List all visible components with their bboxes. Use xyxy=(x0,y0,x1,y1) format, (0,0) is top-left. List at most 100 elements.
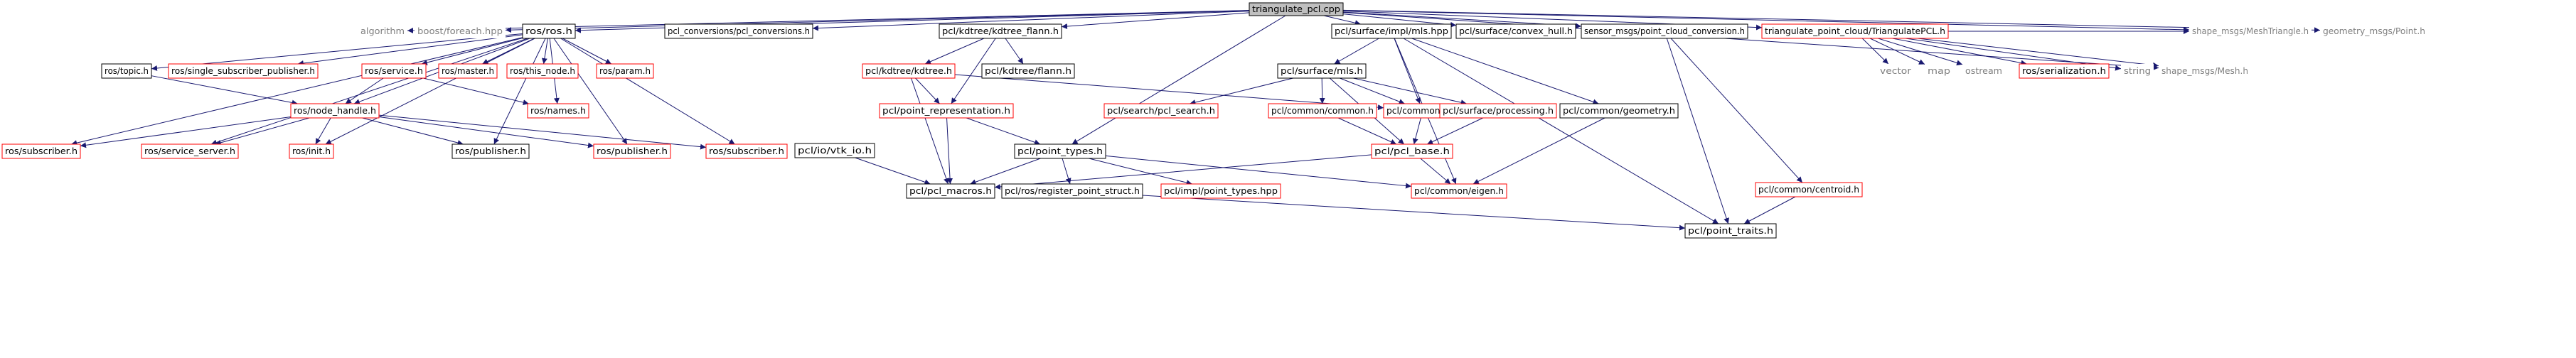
node-ros_names[interactable]: ros/names.h xyxy=(527,103,589,119)
node-box xyxy=(1103,103,1219,119)
edge-ros_service-to-node_handle xyxy=(345,77,384,104)
node-box xyxy=(1455,23,1576,39)
node-label: ros/param.h xyxy=(599,66,651,76)
node-ros_master[interactable]: ros/master.h xyxy=(438,63,498,79)
node-map[interactable]: map xyxy=(1925,64,1953,78)
edge-ros_ros-to-ros_init xyxy=(325,38,535,145)
node-label: pcl/common/centroid.h xyxy=(1758,185,1859,195)
node-label: ros/node_handle.h xyxy=(294,106,376,116)
edge-geometry-to-eigen xyxy=(1473,117,1605,185)
node-box xyxy=(664,23,813,39)
node-ros_subscriber_r[interactable]: ros/subscriber.h xyxy=(705,143,788,159)
node-point_repr[interactable]: pcl/point_representation.h xyxy=(879,103,1014,119)
node-common_common[interactable]: pcl/common/common.h xyxy=(1268,103,1377,119)
edge-mls_h-to-common_io xyxy=(1340,77,1405,104)
edge-pcl_base-to-pcl_macros xyxy=(994,154,1372,190)
node-box xyxy=(2019,63,2110,79)
edge-ros_ros-to-ros_publisher_b xyxy=(493,38,546,145)
node-ros_this_node[interactable]: ros/this_node.h xyxy=(506,63,579,79)
node-label: pcl/common/eigen.h xyxy=(1414,186,1504,196)
node-label: sensor_msgs/point_cloud_conversion.h xyxy=(1584,26,1745,36)
node-ros_param[interactable]: ros/param.h xyxy=(596,63,654,79)
edge-ros_ros-to-ros_topic xyxy=(151,33,523,71)
node-mls_hpp[interactable]: pcl/surface/impl/mls.hpp xyxy=(1331,23,1452,39)
node-geometry_point[interactable]: geometry_msgs/Point.h xyxy=(2320,24,2428,38)
node-point_types[interactable]: pcl/point_types.h xyxy=(1014,143,1106,159)
edge-node_handle-to-ros_init xyxy=(315,117,331,145)
node-shape_mesh[interactable]: shape_msgs/Mesh.h xyxy=(2159,64,2251,78)
node-service_server[interactable]: ros/service_server.h xyxy=(141,143,239,159)
node-sensor_pc[interactable]: sensor_msgs/point_cloud_conversion.h xyxy=(1581,23,1748,39)
edge-root-to-shape_mesh xyxy=(1342,11,2159,71)
node-search[interactable]: pcl/search/pcl_search.h xyxy=(1103,103,1219,119)
node-box xyxy=(1277,63,1367,79)
node-label: ros/init.h xyxy=(292,146,331,156)
edge-ros_service-to-ros_names xyxy=(423,77,529,106)
node-pcl_base[interactable]: pcl/pcl_base.h xyxy=(1371,143,1453,159)
edge-common_io-to-pcl_base xyxy=(1412,117,1421,145)
edge-node_handle-to-service_server xyxy=(215,117,310,146)
node-geometry[interactable]: pcl/common/geometry.h xyxy=(1559,103,1679,119)
edge-ros_ros-to-ros_subscriber_l xyxy=(71,37,523,146)
node-label: pcl/surface/impl/mls.hpp xyxy=(1335,26,1448,36)
node-ros_init[interactable]: ros/init.h xyxy=(289,143,334,159)
node-box xyxy=(1962,64,2005,78)
node-label: pcl/point_traits.h xyxy=(1688,226,1773,236)
node-vtk_io[interactable]: pcl/io/vtk_io.h xyxy=(794,143,875,158)
node-processing[interactable]: pcl/surface/processing.h xyxy=(1439,103,1557,119)
node-ros_topic[interactable]: ros/topic.h xyxy=(101,63,152,79)
edge-ros_ros-to-ros_this_node xyxy=(541,38,548,65)
node-register_ps[interactable]: pcl/ros/register_point_struct.h xyxy=(1001,183,1143,199)
node-string[interactable]: string xyxy=(2121,64,2154,78)
node-box xyxy=(506,63,579,79)
node-label: ros/serialization.h xyxy=(2022,66,2106,76)
edge-root-to-mesh_triangle xyxy=(1342,10,2190,33)
node-algorithm[interactable]: algorithm xyxy=(358,24,407,38)
node-label: ros/publisher.h xyxy=(597,146,668,156)
node-mesh_triangle[interactable]: shape_msgs/MeshTriangle.h xyxy=(2189,24,2312,38)
node-ros_subscriber_l[interactable]: ros/subscriber.h xyxy=(1,143,81,159)
node-box xyxy=(1268,103,1377,119)
node-serialization[interactable]: ros/serialization.h xyxy=(2019,63,2110,79)
node-flann[interactable]: pcl/kdtree/flann.h xyxy=(981,63,1075,79)
node-root[interactable]: triangulate_pcl.cpp xyxy=(1249,2,1344,16)
node-single_sub_pub[interactable]: ros/single_subscriber_publisher.h xyxy=(168,63,319,79)
node-box xyxy=(289,143,334,159)
node-convex_hull[interactable]: pcl/surface/convex_hull.h xyxy=(1455,23,1576,39)
edge-node_handle-to-ros_subscriber_l xyxy=(80,116,292,148)
node-box xyxy=(415,24,506,38)
node-ros_ros[interactable]: ros/ros.h xyxy=(522,23,576,39)
edge-mls_hpp-to-mls_h xyxy=(1334,38,1379,65)
node-box xyxy=(1249,2,1344,16)
node-impl_pt[interactable]: pcl/impl/point_types.hpp xyxy=(1160,183,1281,199)
node-label: pcl/surface/convex_hull.h xyxy=(1459,26,1573,36)
node-box xyxy=(794,143,875,158)
node-box xyxy=(1014,143,1106,159)
edge-vtk_io-to-pcl_macros xyxy=(855,157,931,185)
node-point_traits[interactable]: pcl/point_traits.h xyxy=(1684,223,1777,239)
node-pcl_macros[interactable]: pcl/pcl_macros.h xyxy=(906,183,995,199)
node-boost_foreach[interactable]: boost/foreach.hpp xyxy=(415,24,506,38)
node-kdtree_kdtree[interactable]: pcl/kdtree/kdtree.h xyxy=(862,63,956,79)
node-ros_publisher_b[interactable]: ros/publisher.h xyxy=(451,143,530,159)
node-tri_pcl_h[interactable]: triangulate_point_cloud/TriangulatePCL.h xyxy=(1761,23,1949,39)
node-box xyxy=(168,63,319,79)
node-node_handle[interactable]: ros/node_handle.h xyxy=(290,103,380,119)
node-label: geometry_msgs/Point.h xyxy=(2323,26,2425,36)
node-label: pcl/point_types.h xyxy=(1017,146,1103,156)
node-mls_h[interactable]: pcl/surface/mls.h xyxy=(1277,63,1367,79)
edge-kdtree_flann-to-flann xyxy=(1005,38,1024,65)
node-kdtree_flann[interactable]: pcl/kdtree/kdtree_flann.h xyxy=(939,23,1062,39)
node-eigen[interactable]: pcl/common/eigen.h xyxy=(1411,183,1507,199)
node-label: pcl/kdtree/kdtree.h xyxy=(865,66,952,76)
edge-tri_pcl_h-to-ostream xyxy=(1878,38,1963,66)
node-ros_service[interactable]: ros/service.h xyxy=(361,63,427,79)
node-vector[interactable]: vector xyxy=(1877,64,1914,78)
node-centroid[interactable]: pcl/common/centroid.h xyxy=(1755,182,1863,197)
node-box xyxy=(451,143,530,159)
node-label: ros/master.h xyxy=(442,66,494,76)
node-pcl_conv[interactable]: pcl_conversions/pcl_conversions.h xyxy=(664,23,813,39)
node-ros_publisher_r[interactable]: ros/publisher.h xyxy=(593,143,671,159)
node-box xyxy=(596,63,654,79)
node-ostream[interactable]: ostream xyxy=(1962,64,2005,78)
